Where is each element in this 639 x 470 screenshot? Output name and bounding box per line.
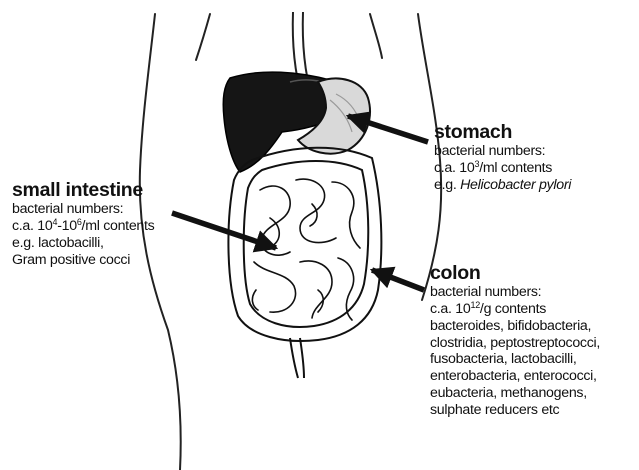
- small-intestine-heading: small intestine: [12, 180, 154, 201]
- stomach-heading: stomach: [434, 122, 571, 143]
- colon-bacteria-6: sulphate reducers etc: [430, 402, 600, 419]
- stomach-label: stomach bacterial numbers: c.a. 103/ml c…: [434, 122, 571, 194]
- colon-label: colon bacterial numbers: c.a. 1012/g con…: [430, 263, 600, 418]
- colon-bacteria-2: clostridia, peptostreptococci,: [430, 335, 600, 352]
- colon-heading: colon: [430, 263, 600, 284]
- small-intestine-arrow: [172, 213, 276, 248]
- colon-bacteria-3: fusobacteria, lactobacilli,: [430, 351, 600, 368]
- colon-organ: [228, 148, 381, 378]
- small-intestine-example-1: e.g. lactobacilli,: [12, 235, 154, 252]
- colon-bacteria-4: enterobacteria, enterococci,: [430, 368, 600, 385]
- small-intestine-label: small intestine bacterial numbers: c.a. …: [12, 180, 154, 268]
- colon-bacteria-1: bacteroides, bifidobacteria,: [430, 318, 600, 335]
- small-intestine-count-value: c.a. 104-106/ml contents: [12, 218, 154, 235]
- stomach-count-value: c.a. 103/ml contents: [434, 160, 571, 177]
- colon-count-value: c.a. 1012/g contents: [430, 301, 600, 318]
- stomach-example: e.g. Helicobacter pylori: [434, 177, 571, 194]
- stomach-count-intro: bacterial numbers:: [434, 143, 571, 160]
- colon-bacteria-5: eubacteria, methanogens,: [430, 385, 600, 402]
- small-intestine-example-2: Gram positive cocci: [12, 252, 154, 269]
- small-intestine-organ: [252, 179, 360, 320]
- small-intestine-count-intro: bacterial numbers:: [12, 201, 154, 218]
- colon-count-intro: bacterial numbers:: [430, 284, 600, 301]
